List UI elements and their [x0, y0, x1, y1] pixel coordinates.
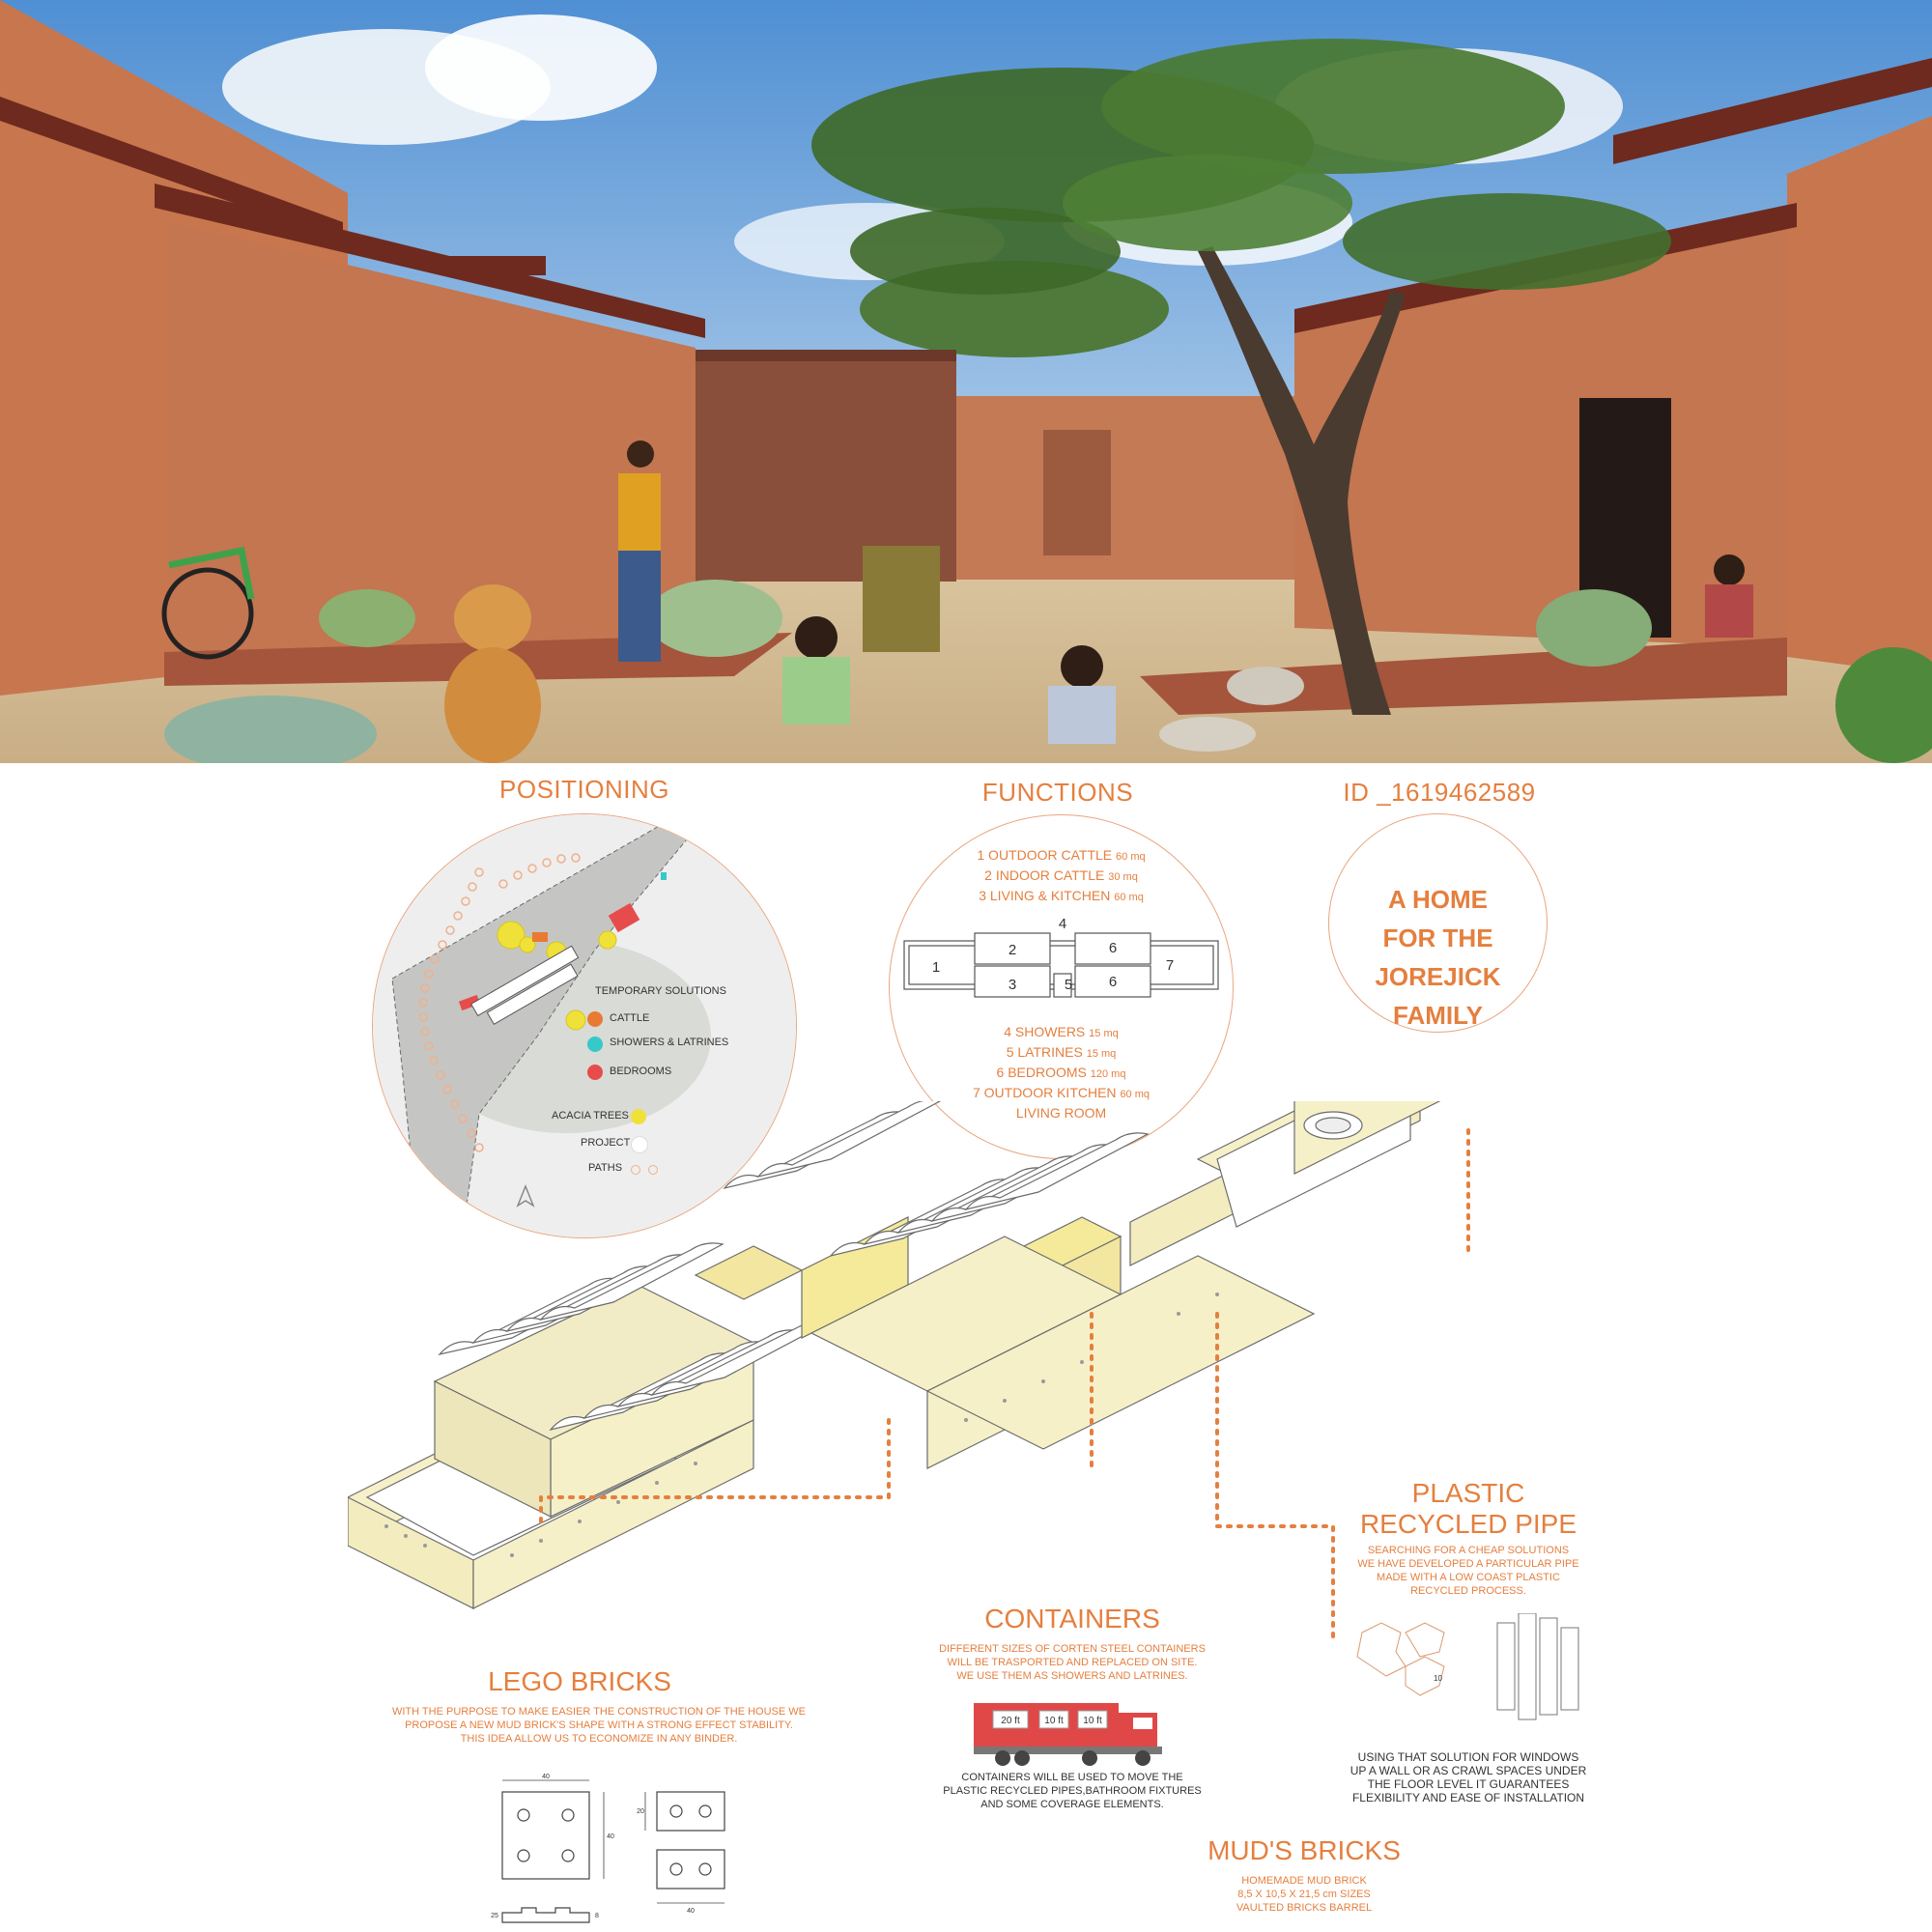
pipe-dim: 10: [1434, 1674, 1442, 1683]
function-item: 2 INDOOR CATTLE 30 mq: [984, 867, 1138, 883]
legend-paths-label: PATHS: [588, 1162, 623, 1174]
plan-room-2: 2: [1009, 942, 1016, 958]
lego-dim-thick: 25: [491, 1913, 498, 1919]
project-title: A HOME FOR THE JOREJICK FAMILY: [1375, 885, 1501, 1030]
pipe-diagram: 10: [1356, 1613, 1579, 1720]
lego-bricks-desc: WITH THE PURPOSE TO MAKE EASIER THE CONS…: [391, 1706, 807, 1745]
function-item: 7 OUTDOOR KITCHEN 60 mq: [972, 1085, 1151, 1100]
functions-title: FUNCTIONS: [981, 778, 1134, 807]
container-size-10ft-a: 10 ft: [1044, 1716, 1064, 1726]
positioning-circle: TEMPORARY SOLUTIONS CATTLE SHOWERS & LAT…: [372, 813, 797, 1238]
plan-room-1: 1: [932, 959, 940, 976]
legend-acacia-label: ACACIA TREES: [552, 1110, 629, 1122]
floor-plan: 1 2 3 4 5 6 6 7: [903, 916, 1219, 998]
legend-acacia-dot: [631, 1109, 646, 1124]
containers-title: CONTAINERS: [984, 1604, 1160, 1634]
lego-dim-small-w: 40: [687, 1908, 695, 1915]
lego-dim-h: 40: [607, 1833, 614, 1840]
legend-bedrooms-dot: [587, 1065, 603, 1080]
mud-bricks-title: MUD'S BRICKS: [1208, 1835, 1401, 1865]
courtyard-render: [0, 0, 1932, 763]
lego-dim-depth: 8: [595, 1913, 599, 1919]
functions-circle: 1 OUTDOOR CATTLE 60 mq 2 INDOOR CATTLE 3…: [889, 814, 1234, 1159]
lego-dim-small-h: 20: [637, 1808, 644, 1815]
site-map: [373, 814, 796, 1237]
container-size-10ft-b: 10 ft: [1083, 1716, 1102, 1726]
legend-cattle-label: CATTLE: [610, 1012, 650, 1024]
function-item: 6 BEDROOMS 120 mq: [996, 1065, 1126, 1080]
lego-brick-drawings: 40 40 20 40 25 8: [491, 1774, 725, 1923]
plan-room-5: 5: [1065, 977, 1072, 993]
project-id: ID _1619462589: [1343, 778, 1536, 807]
functions-list-bottom: 4 SHOWERS 15 mq 5 LATRINES 15 mq 6 BEDRO…: [890, 1023, 1233, 1122]
truck-icon: 20 ft 10 ft 10 ft: [974, 1703, 1162, 1766]
plan-room-6b: 6: [1109, 974, 1117, 990]
function-item: 4 SHOWERS 15 mq: [1004, 1024, 1119, 1039]
containers-desc: DIFFERENT SIZES OF CORTEN STEEL CONTAINE…: [939, 1643, 1206, 1682]
container-size-20ft: 20 ft: [1001, 1716, 1020, 1726]
function-item: 1 OUTDOOR CATTLE 60 mq: [977, 847, 1146, 863]
render-illustration: [0, 0, 1932, 763]
plastic-pipe-title: PLASTIC RECYCLED PIPE: [1359, 1478, 1577, 1539]
functions-list-top: 1 OUTDOOR CATTLE 60 mq 2 INDOOR CATTLE 3…: [890, 846, 1233, 907]
plan-room-6a: 6: [1109, 940, 1117, 956]
lego-dim-w: 40: [542, 1774, 550, 1780]
legend-showers-dot: [587, 1037, 603, 1052]
plan-room-7: 7: [1166, 957, 1174, 974]
legend-project-label: PROJECT: [581, 1137, 631, 1149]
positioning-title: POSITIONING: [499, 775, 669, 804]
legend-project-dot: [631, 1136, 648, 1153]
legend-paths-dots: [631, 1162, 660, 1175]
axonometric-drawing: [348, 1101, 1470, 1642]
legend-cattle-dot: [587, 1011, 603, 1027]
legend-showers-label: SHOWERS & LATRINES: [610, 1037, 729, 1048]
north-arrow: [516, 1183, 535, 1208]
lego-bricks-title: LEGO BRICKS: [488, 1666, 671, 1696]
plan-room-3: 3: [1009, 977, 1016, 993]
function-item: 3 LIVING & KITCHEN 60 mq: [979, 888, 1144, 903]
function-item: 5 LATRINES 15 mq: [1006, 1044, 1117, 1060]
legend-bedrooms-label: BEDROOMS: [610, 1065, 672, 1077]
function-item: LIVING ROOM: [1015, 1105, 1107, 1121]
plan-room-4: 4: [1059, 916, 1066, 932]
id-circle: A HOME FOR THE JOREJICK FAMILY: [1328, 813, 1548, 1033]
legend-header: TEMPORARY SOLUTIONS: [595, 985, 726, 997]
